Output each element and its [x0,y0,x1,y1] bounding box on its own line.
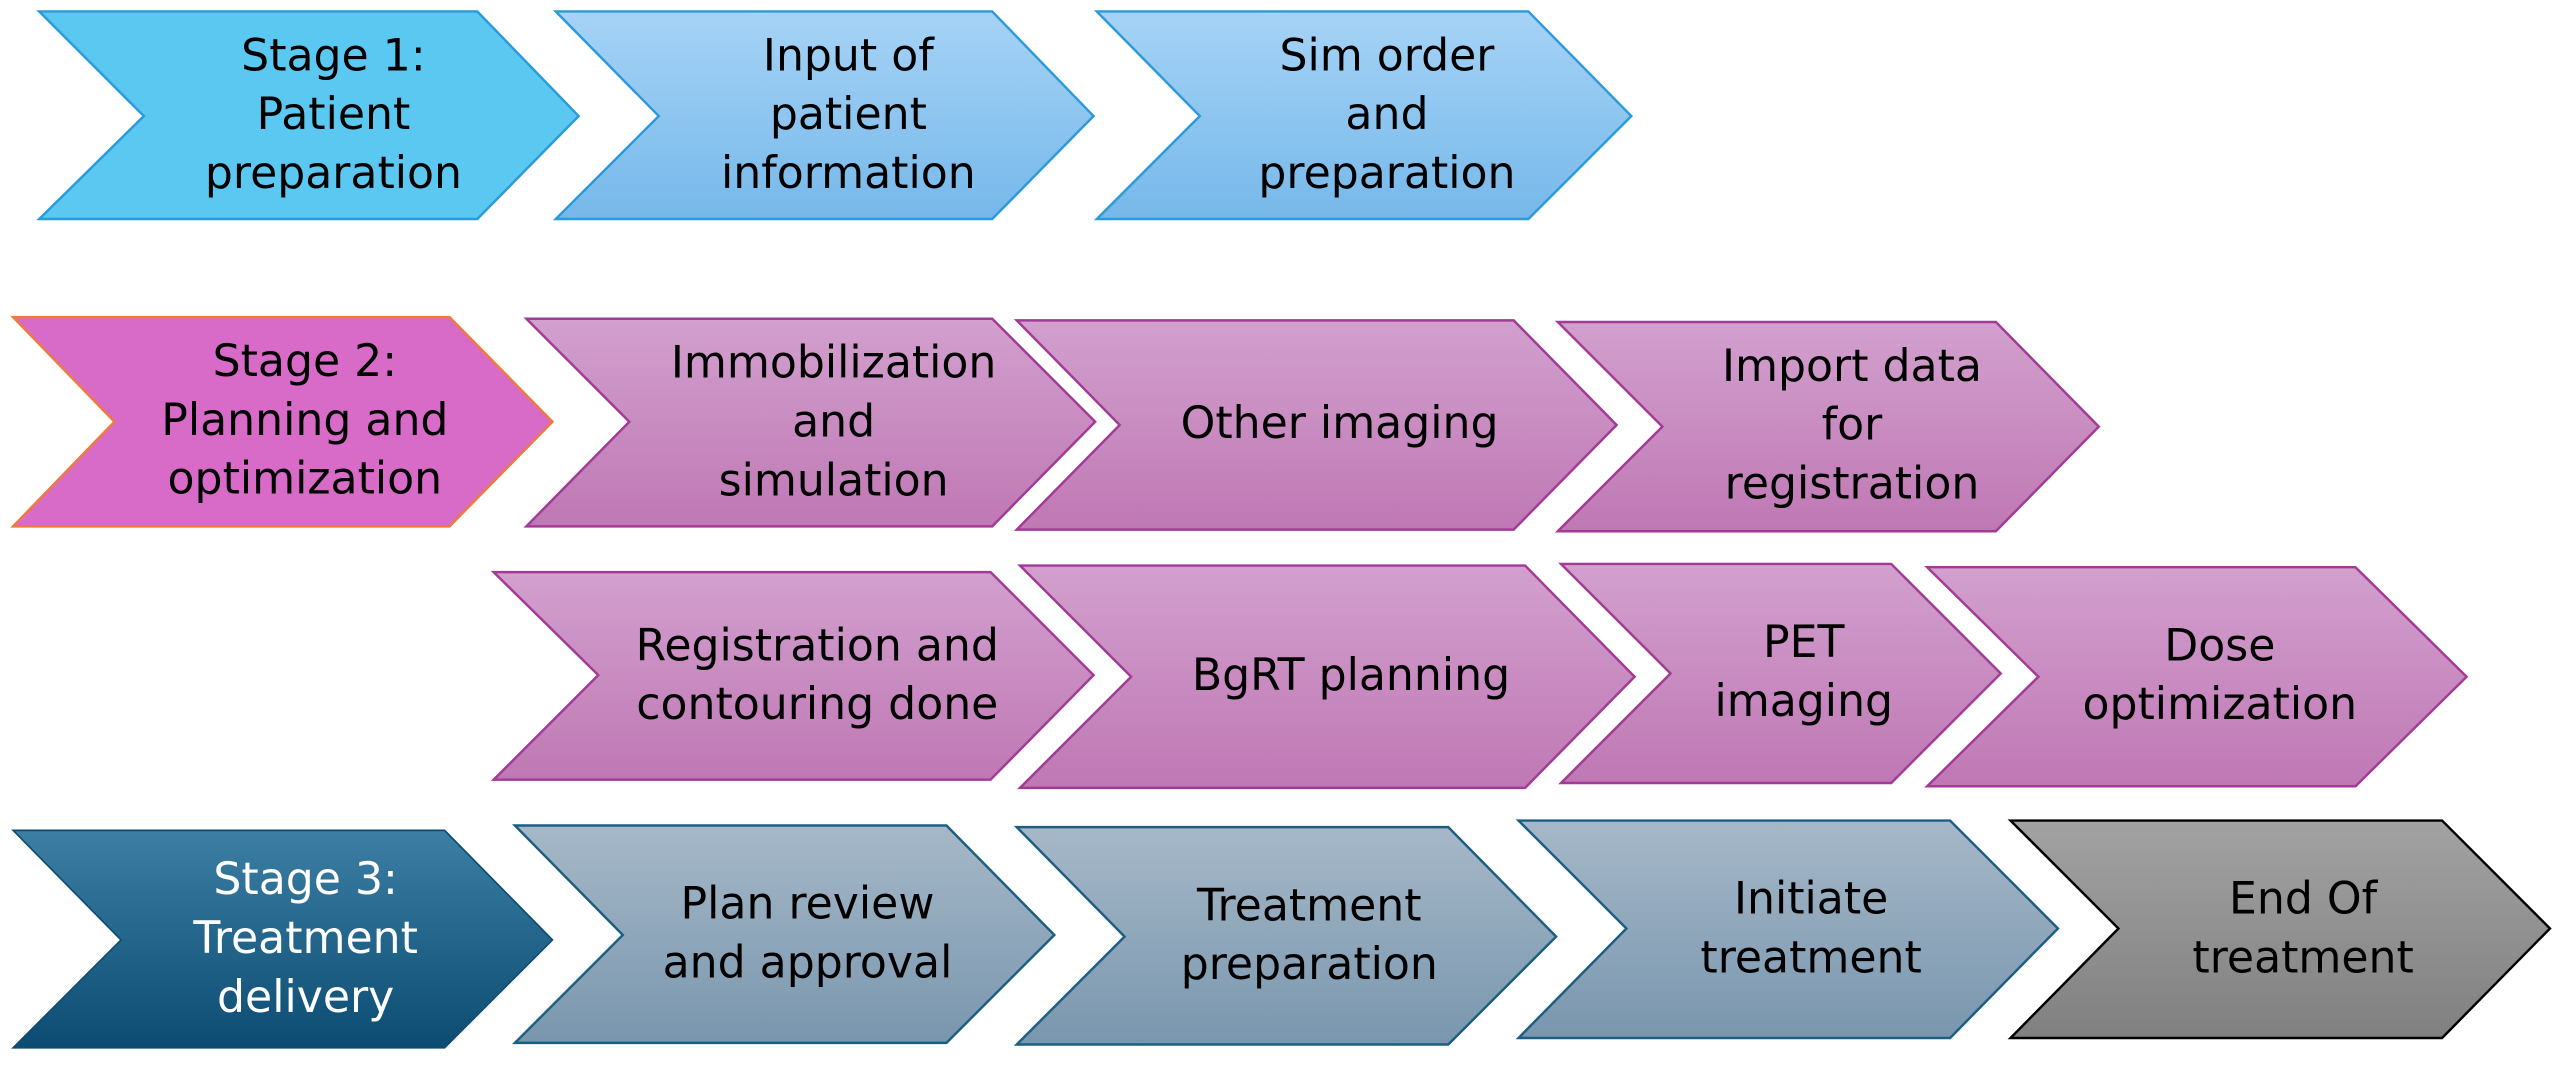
step-label: Immobilization and simulation [670,337,997,506]
stage3-step-treatment-preparation: Treatment preparation [1013,825,1558,1046]
stage2-step-pet-imaging: PET imaging [1558,562,2003,785]
step-label: Sim order and preparation [1258,30,1516,199]
chevron-shape [2007,819,2552,1040]
chevron-polygon [1093,10,1634,221]
stage2-step-registration-contouring: Registration and contouring done [490,570,1096,781]
chevron-shape [11,829,554,1049]
step-label: Plan review and approval [662,878,953,989]
chevron-shape [36,10,581,221]
step-label: Dose optimization [2082,621,2358,731]
chevron-polygon [490,570,1096,781]
stage3-title: Stage 3: Treatment delivery [193,854,418,1023]
chevron-shape [1558,562,2003,785]
chevron-shape [523,317,1097,528]
step-label: PET imaging [1714,617,1894,728]
stage2-header-chevron: Stage 2: Planning and optimization [10,315,555,528]
chevron-polygon [10,315,555,528]
stage2-step-bgrt-planning: BgRT planning [1017,564,1637,790]
chevron-polygon [1924,565,2469,788]
chevron-shape [490,570,1096,781]
step-label: BgRT planning [1191,650,1511,702]
step-label: Import data for registration [1722,341,1982,510]
stage1-step-input-patient-info: Input of patient information [552,10,1096,221]
chevron-shape [511,824,1057,1045]
step-label: Input of patient information [720,30,976,199]
chevron-polygon [1013,319,1619,531]
chevron-shape [1554,320,2101,533]
step-label: End Of treatment [2192,873,2414,984]
step-label: Treatment preparation [1180,880,1438,990]
chevron-polygon [36,10,581,221]
stage1-header-chevron: Stage 1: Patient preparation [36,10,581,221]
chevron-shape [1013,319,1619,531]
chevron-shape [1017,564,1637,790]
chevron-polygon [1515,819,2060,1040]
chevron-shape [1924,565,2469,788]
stage1-title: Stage 1: Patient preparation [204,30,463,199]
chevron-polygon [11,829,554,1049]
chevron-shape [1515,819,2060,1040]
stage3-step-end-of-treatment: End Of treatment [2007,819,2552,1040]
chevron-shape [552,10,1096,221]
chevron-polygon [1558,562,2003,785]
stage3-step-initiate-treatment: Initiate treatment [1515,819,2060,1040]
chevron-polygon [511,824,1057,1045]
chevron-polygon [552,10,1096,221]
stage2-title: Stage 2: Planning and optimization [161,336,449,506]
chevron-shape [1093,10,1634,221]
stage3-step-plan-review: Plan review and approval [511,824,1057,1045]
chevron-polygon [2007,819,2552,1040]
stage1-step-sim-order: Sim order and preparation [1093,10,1634,221]
stage2-step-other-imaging: Other imaging [1013,319,1619,531]
stage2-step-immobilization: Immobilization and simulation [523,317,1097,528]
chevron-shape [1013,825,1558,1046]
step-label: Registration and contouring done [635,620,999,730]
stage2-step-dose-optimization: Dose optimization [1924,565,2469,788]
chevron-shape [10,315,555,528]
step-label: Initiate treatment [1700,873,1922,984]
stage3-header-chevron: Stage 3: Treatment delivery [11,829,554,1049]
stage2-step-import-data: Import data for registration [1554,320,2101,533]
step-label: Other imaging [1180,398,1499,450]
chevron-polygon [1013,825,1558,1046]
chevron-polygon [1017,564,1637,790]
chevron-polygon [523,317,1097,528]
chevron-polygon [1554,320,2101,533]
